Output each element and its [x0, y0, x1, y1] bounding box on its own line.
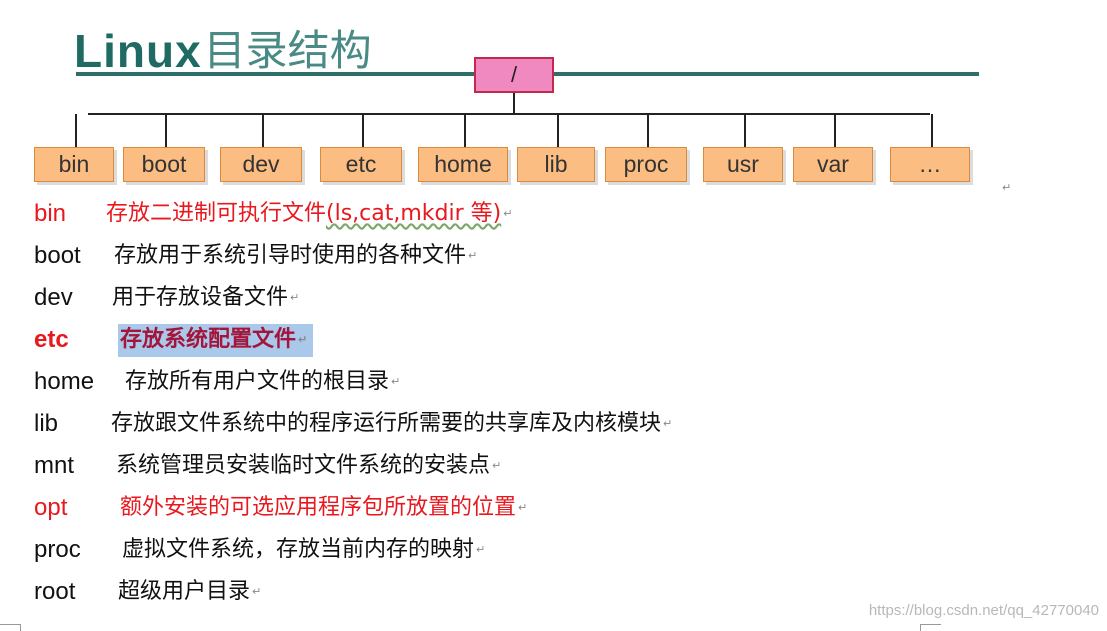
entry-desc: 系统管理员安装临时文件系统的安装点↵: [116, 453, 502, 478]
entry-name: etc: [34, 326, 69, 353]
title-directory-structure: 目录结构: [203, 26, 372, 75]
entry-name: lib: [34, 410, 59, 437]
entry-desc: 虚拟文件系统，存放当前内存的映射↵: [122, 537, 486, 562]
dir-node-etc: etc: [320, 147, 402, 182]
dir-node-dev: dev: [220, 147, 302, 182]
entry-name: opt: [34, 494, 68, 521]
entry-name: home: [34, 368, 95, 395]
dir-node-boot: boot: [123, 147, 205, 182]
dir-node-more: …: [890, 147, 970, 182]
branch-drops: [75, 114, 933, 147]
dir-node-proc: proc: [605, 147, 687, 182]
page-corner-mark: [0, 624, 21, 631]
entry-highlight: 存放系统配置文件↵: [118, 324, 314, 357]
title-linux: Linux: [74, 25, 202, 77]
page-corner-mark: [920, 624, 941, 631]
diagram-title: Linux 目录结构: [74, 24, 372, 77]
dir-node-lib: lib: [517, 147, 595, 182]
entry-desc: 超级用户目录↵: [118, 579, 262, 604]
entry-desc: 用于存放设备文件↵: [112, 285, 300, 310]
entry-desc: 存放所有用户文件的根目录↵: [125, 369, 401, 394]
dir-node-bin: bin: [34, 147, 114, 182]
entry-name: bin: [34, 200, 67, 227]
root-dir-node: /: [474, 57, 554, 93]
watermark: https://blog.csdn.net/qq_42770040: [868, 602, 1099, 619]
dir-node-usr: usr: [703, 147, 783, 182]
entry-desc: 存放二进制可执行文件(ls,cat,mkdir 等)↵: [106, 201, 513, 226]
entry-desc: 存放用于系统引导时使用的各种文件↵: [114, 243, 478, 268]
entry-desc: 存放系统配置文件↵: [118, 320, 314, 360]
entry-desc: 存放跟文件系统中的程序运行所需要的共享库及内核模块↵: [111, 411, 673, 436]
entry-name: boot: [34, 242, 81, 269]
entry-desc: 额外安装的可选应用程序包所放置的位置↵: [120, 495, 528, 520]
dir-node-var: var: [793, 147, 873, 182]
dir-node-home: home: [418, 147, 508, 182]
entry-name: dev: [34, 284, 73, 311]
entry-name: mnt: [34, 452, 75, 479]
entry-name: root: [34, 578, 76, 605]
entry-name: proc: [34, 536, 81, 563]
paragraph-mark: ↵: [1002, 181, 1012, 194]
